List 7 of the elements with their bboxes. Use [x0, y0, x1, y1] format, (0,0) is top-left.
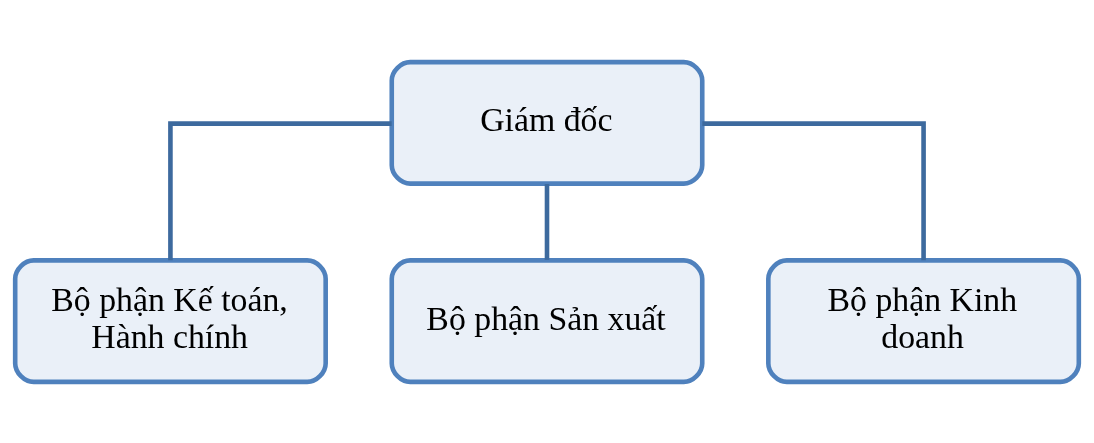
- node-box: Bộ phận Kinh doanh: [766, 257, 1082, 384]
- connector: [168, 120, 392, 260]
- connector: [702, 120, 926, 260]
- node-box: Bộ phận Sản xuất: [389, 257, 705, 384]
- node-box: Giám đốc: [389, 59, 705, 186]
- connector: [544, 183, 550, 260]
- node-box: Bộ phận Kế toán, Hành chính: [12, 257, 328, 384]
